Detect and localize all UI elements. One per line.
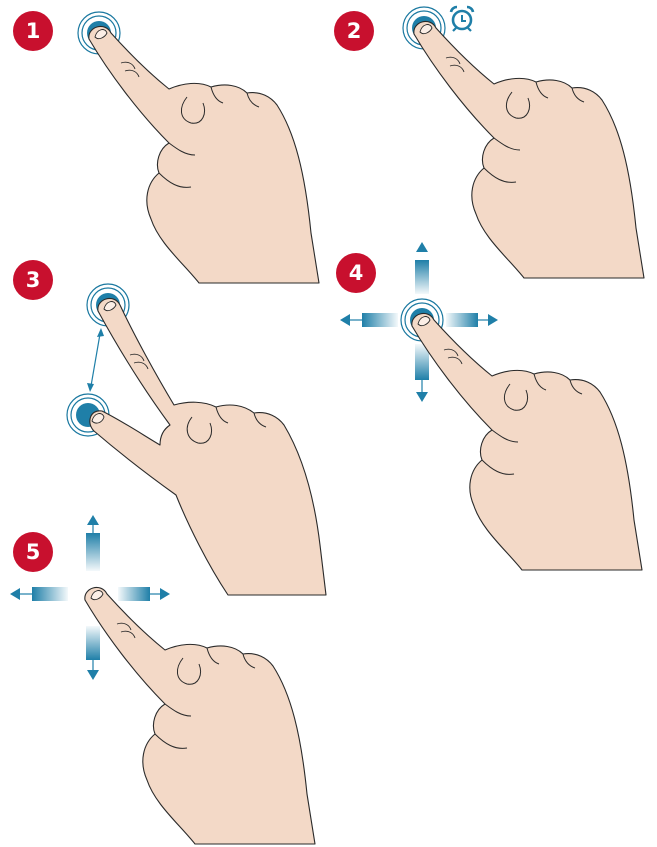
step-number-4: 4 xyxy=(349,261,364,285)
four-way-arrows-icon xyxy=(10,515,170,680)
gesture-4: 4 xyxy=(336,242,643,571)
four-way-arrows-icon xyxy=(340,242,498,402)
pinch-double-arrow-icon xyxy=(87,328,104,392)
step-badge-5 xyxy=(13,532,53,572)
step-number-1: 1 xyxy=(26,19,41,43)
gesture-1: 1 xyxy=(13,11,320,284)
pointing-hand-icon xyxy=(84,586,316,845)
step-badge-2 xyxy=(334,11,374,51)
gesture-2: 2 xyxy=(334,5,645,279)
pointing-hand-icon xyxy=(88,25,320,284)
step-badge-1 xyxy=(13,11,53,51)
gesture-3: 3 xyxy=(13,260,327,596)
alarm-clock-icon xyxy=(449,5,475,32)
pinching-hand-icon xyxy=(89,297,327,596)
step-badge-3 xyxy=(13,260,53,300)
gesture-5: 5 xyxy=(10,515,316,845)
step-number-3: 3 xyxy=(26,268,41,292)
step-badge-4 xyxy=(336,253,376,293)
step-number-5: 5 xyxy=(26,540,41,564)
pointing-hand-icon xyxy=(411,312,643,571)
step-number-2: 2 xyxy=(347,19,362,43)
pointing-hand-icon xyxy=(413,20,645,279)
